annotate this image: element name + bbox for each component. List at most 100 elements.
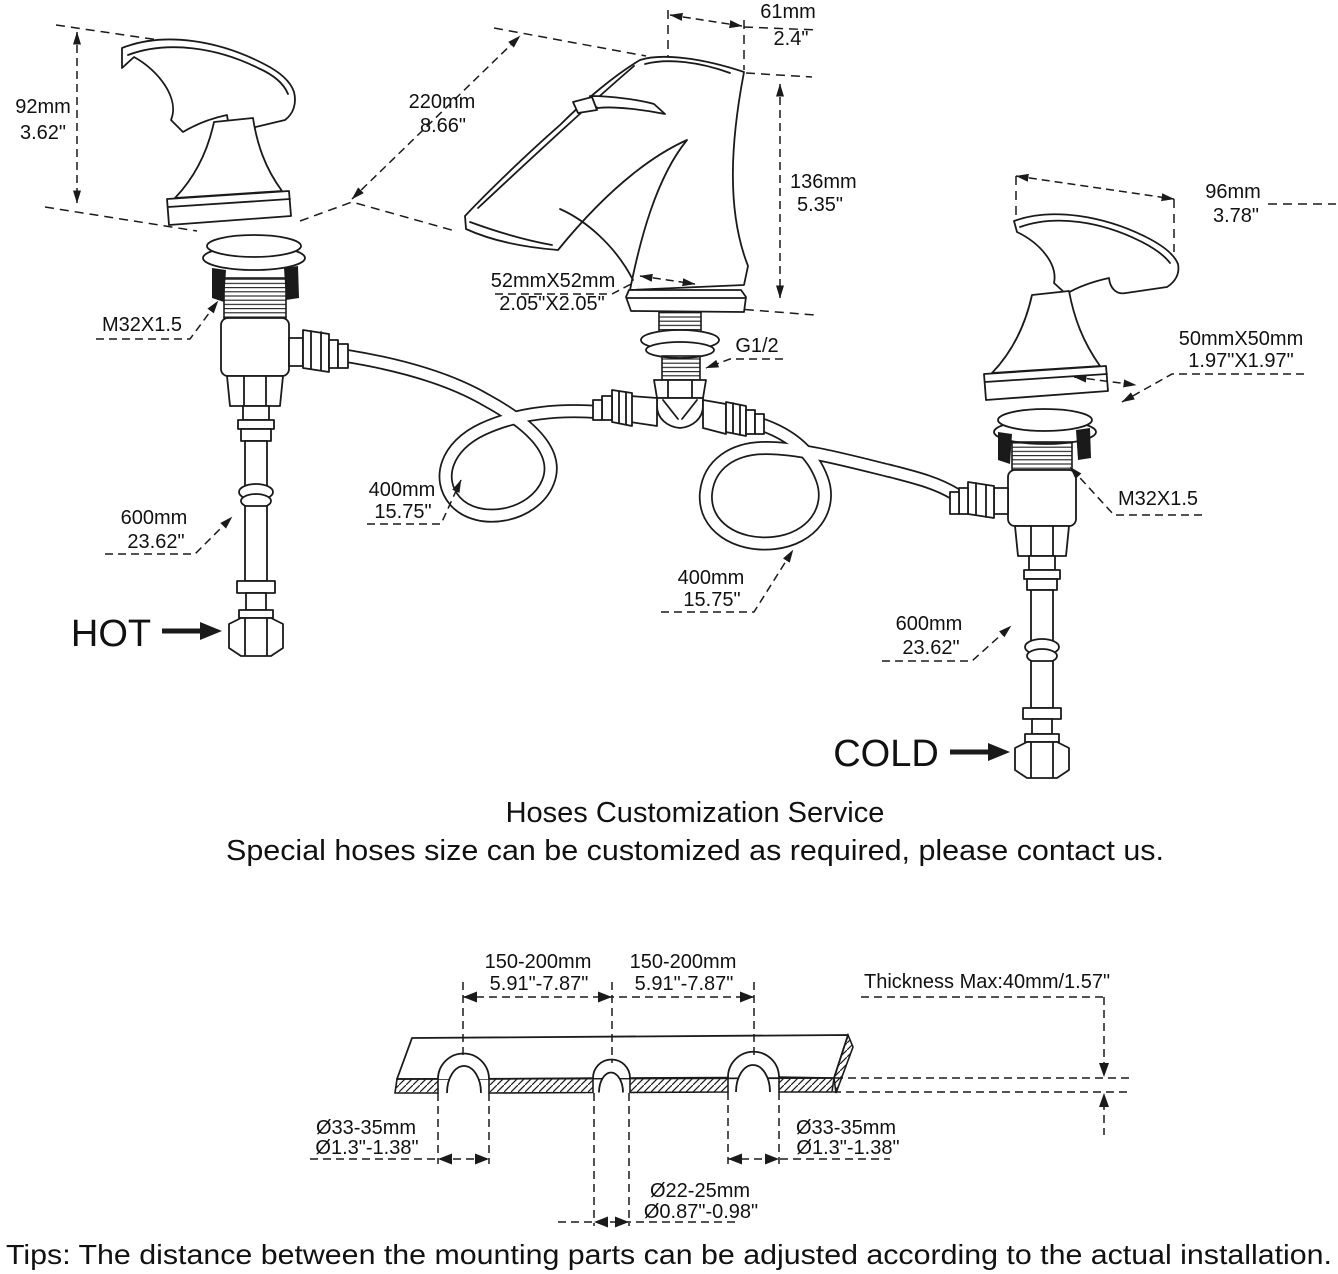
coupling-ring (328, 339, 339, 369)
handle-lever (121, 38, 296, 133)
spout-slot-lip (572, 96, 598, 114)
dimension-lines-back (44, 10, 1336, 316)
dim-line-96mm (1015, 173, 1175, 202)
supply-hose-upper (1030, 589, 1054, 643)
supply-600-left-in: 23.62" (127, 531, 184, 553)
hole-left-inner-arc (446, 1065, 482, 1094)
hole-left-mm: Ø33-35mm (316, 1117, 416, 1139)
thread-m32-right-group: M32X1.5 (1069, 466, 1202, 516)
hole-center-mm: Ø22-25mm (650, 1180, 750, 1202)
tee-right-port (702, 399, 727, 435)
plate-edge-line (167, 198, 291, 208)
handle-lever (1013, 213, 1180, 295)
dim-50in-label: 1.97"X1.97" (1188, 350, 1293, 372)
datum-line (299, 201, 456, 232)
leader-line (705, 358, 783, 369)
nut-flange (1024, 733, 1060, 743)
datum-line (44, 206, 198, 232)
spacing-dimensions: 150-200mm 5.91"-7.87" 150-200mm 5.91"-7.… (462, 951, 755, 1063)
pipe-stub (242, 405, 270, 421)
supply-600-left-mm: 600mm (121, 507, 188, 529)
dim-50mm-group: 50mmX50mm 1.97"X1.97" (1073, 328, 1304, 403)
dim-220in-label: 8.66" (420, 115, 466, 137)
tips-text: Tips: The distance between the mounting … (6, 1239, 1332, 1270)
dim-52mm-label: 52mmX52mm (491, 270, 615, 292)
hose-collar (236, 580, 276, 594)
handle-base (174, 117, 283, 199)
hole-left-in: Ø1.3"-1.38" (315, 1137, 418, 1159)
coupling-ring (601, 395, 613, 421)
arrowhead (594, 1216, 608, 1228)
supply-600-left-group: 600mm 23.62" (105, 507, 233, 555)
thread-m32-left-group: M32X1.5 (96, 300, 219, 340)
hose-400-left-mm: 400mm (369, 479, 436, 501)
hole-right-mm: Ø33-35mm (796, 1117, 896, 1139)
tee-left-hex (611, 389, 633, 427)
notes-title: Hoses Customization Service (506, 797, 885, 829)
spout-assembly (464, 55, 765, 437)
arrowhead (615, 1216, 629, 1228)
plate-front-seg (488, 1077, 594, 1094)
plate-front-seg (394, 1078, 439, 1094)
valve-body (1007, 469, 1077, 527)
hot-arrow-icon (200, 622, 222, 640)
leader-line (96, 300, 219, 340)
arrowhead (740, 991, 754, 1003)
supply-hose-lower (244, 505, 268, 582)
leader-line (367, 479, 462, 525)
notes-subtitle: Special hoses size can be customized as … (226, 835, 1164, 867)
supply-600-right-group: 600mm 23.62" (882, 613, 1012, 662)
ext-line (743, 26, 819, 31)
hot-label-group: HOT (71, 613, 222, 655)
hole-center-outer-arc (592, 1058, 631, 1079)
hex-facets (244, 618, 268, 656)
width-arrow (639, 273, 696, 287)
hose-right (700, 418, 961, 549)
cold-label: COLD (833, 733, 939, 775)
hose-400-right-group: 400mm 15.75" (661, 549, 794, 613)
arrowhead (765, 1153, 779, 1165)
cold-label-group: COLD (833, 733, 1010, 775)
hose-400-right-in: 15.75" (683, 589, 740, 611)
spout-face-bevel (477, 65, 635, 209)
spacing-left-in: 5.91"-7.87" (490, 973, 589, 995)
hex-facets (310, 330, 322, 371)
plate-front-seg (778, 1076, 835, 1093)
outlet-neck (993, 487, 1009, 515)
hex-facets (732, 402, 741, 436)
tee-right-hex (725, 401, 747, 437)
spacing-left-mm: 150-200mm (485, 951, 592, 973)
dim-220mm-label: 220mm (409, 91, 476, 113)
spout-lip-line (469, 221, 553, 246)
dim-136in-label: 5.35" (797, 194, 843, 216)
thread-g12-label: G1/2 (735, 335, 778, 357)
leader-line (105, 516, 233, 555)
dim-92mm-label: 92mm (15, 96, 71, 118)
spacing-right-mm: 150-200mm (630, 951, 737, 973)
supply-hose-lower (1030, 660, 1054, 709)
arrowhead (438, 1153, 452, 1165)
cold-connector-nut (1014, 741, 1070, 779)
spout-top-bevel (644, 60, 731, 74)
arrowhead (728, 1153, 742, 1165)
dim-136mm-label: 136mm (790, 171, 857, 193)
arrowhead (463, 991, 477, 1003)
coupling-ring (949, 491, 960, 515)
dim-92in-label: 3.62" (20, 122, 66, 144)
leader-line (882, 625, 1012, 662)
hose-collar (1022, 707, 1062, 720)
mount-clip-right (284, 266, 299, 300)
dim-61in-label: 2.4" (774, 28, 809, 50)
outlet-neck (288, 337, 304, 367)
handle-base-plate (983, 365, 1109, 401)
dim-50mm-label: 50mmX50mm (1179, 328, 1303, 350)
hole-center-dimension: Ø22-25mm Ø0.87"-0.98" (558, 1093, 758, 1228)
thread-m32-left-label: M32X1.5 (102, 314, 182, 336)
handle-base-plate (166, 190, 292, 226)
arrowhead (1099, 1093, 1109, 1107)
hose-400-left-group: 400mm 15.75" (367, 479, 462, 525)
leader-line (1069, 466, 1202, 516)
hex-facets (618, 390, 627, 425)
arrowhead (475, 1153, 489, 1165)
